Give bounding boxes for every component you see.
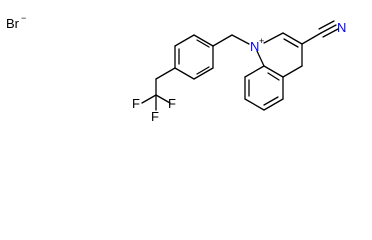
bond-benzene-1 <box>155 67 176 80</box>
bond-benzo-double-2 <box>263 96 279 106</box>
bond-benzene-ch2 <box>212 34 233 47</box>
bond-cf3-f1 <box>141 94 157 104</box>
bonds <box>141 20 339 111</box>
bond-benzene-double-2 <box>196 39 210 48</box>
bond-nitrile-3 <box>322 28 339 38</box>
chemical-structure-diagram: Br − <box>6 13 346 124</box>
fluorine-label-3: F <box>168 96 176 111</box>
bond-c4-c4a <box>282 65 303 78</box>
bond-benzene-4 <box>193 34 214 47</box>
bond-benzo-double-3 <box>267 72 280 81</box>
quinolinium-charge: + <box>259 36 264 46</box>
bromine-label: Br <box>6 16 20 31</box>
fluorine-label-2: F <box>151 109 159 124</box>
bond-c2-c3 <box>282 32 303 45</box>
fluorine-label-1: F <box>132 96 140 111</box>
bond-c8a-c8 <box>244 65 265 78</box>
bond-c7-c6 <box>244 98 265 111</box>
bond-cf3-f3 <box>155 94 171 104</box>
bond-c8a-n <box>256 50 265 67</box>
bond-c3-cn <box>301 32 322 45</box>
bond-benzene-7 <box>174 67 195 80</box>
quinolinium-nitrogen-label: N <box>250 39 259 54</box>
bond-benzene-double-3 <box>196 66 210 75</box>
bond-c6-c5 <box>263 98 284 111</box>
nitrile-nitrogen-label: N <box>337 20 346 35</box>
bond-n-c2 <box>263 32 284 44</box>
bond-ch2-n <box>231 34 250 45</box>
bond-benzene-6 <box>193 67 214 80</box>
atom-labels: N + N F F F <box>132 20 346 124</box>
bromide-charge: − <box>21 13 26 23</box>
bond-nitrile-1 <box>320 24 337 34</box>
bond-nitrile-2 <box>318 20 335 30</box>
bond-benzene-3 <box>174 34 195 47</box>
bond-c4a-c8a <box>263 65 284 78</box>
bromide-counter-ion: Br − <box>6 13 26 31</box>
bond-c2-c3-double <box>283 38 299 48</box>
